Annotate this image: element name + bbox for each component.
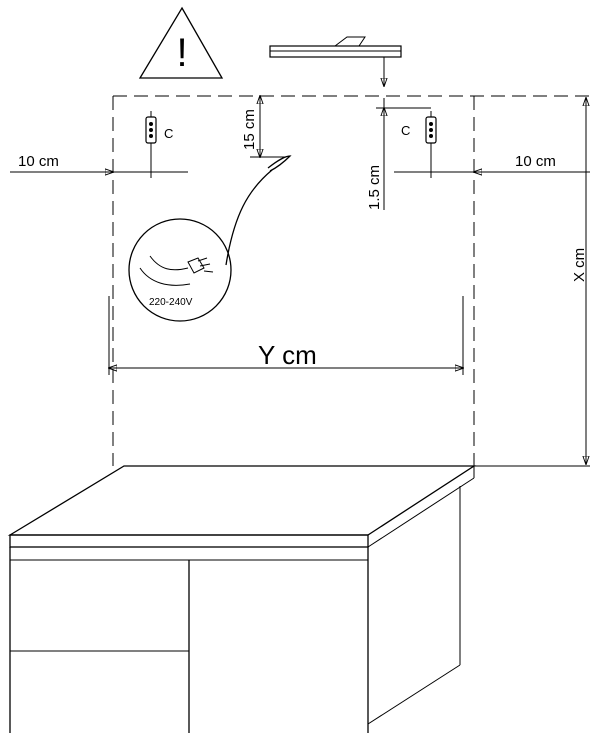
junction-box-icon	[145, 111, 157, 150]
left-margin-dimension	[10, 150, 188, 178]
lamp-gap-label: 1.5 cm	[366, 165, 383, 210]
svg-text:!: !	[176, 31, 187, 75]
height-label: X cm	[571, 248, 588, 282]
left-box-label: C	[164, 126, 173, 141]
right-box-label: C	[401, 123, 410, 138]
width-dimension	[109, 296, 463, 375]
power-cable-icon	[128, 155, 292, 322]
right-margin-dimension	[394, 150, 590, 178]
wall-outline	[112, 95, 590, 467]
lamp-gap-dimension	[376, 98, 431, 210]
mirror-lamp-icon	[269, 36, 402, 86]
width-label: Y cm	[258, 340, 317, 370]
warning-triangle-icon: !	[138, 6, 224, 79]
top-offset-dimension	[250, 96, 285, 157]
top-offset-label: 15 cm	[241, 109, 258, 150]
vanity-cabinet	[7, 465, 477, 733]
left-margin-label: 10 cm	[18, 153, 59, 170]
voltage-label: 220-240V	[149, 297, 193, 308]
junction-box-icon	[425, 111, 437, 150]
right-margin-label: 10 cm	[515, 153, 556, 170]
